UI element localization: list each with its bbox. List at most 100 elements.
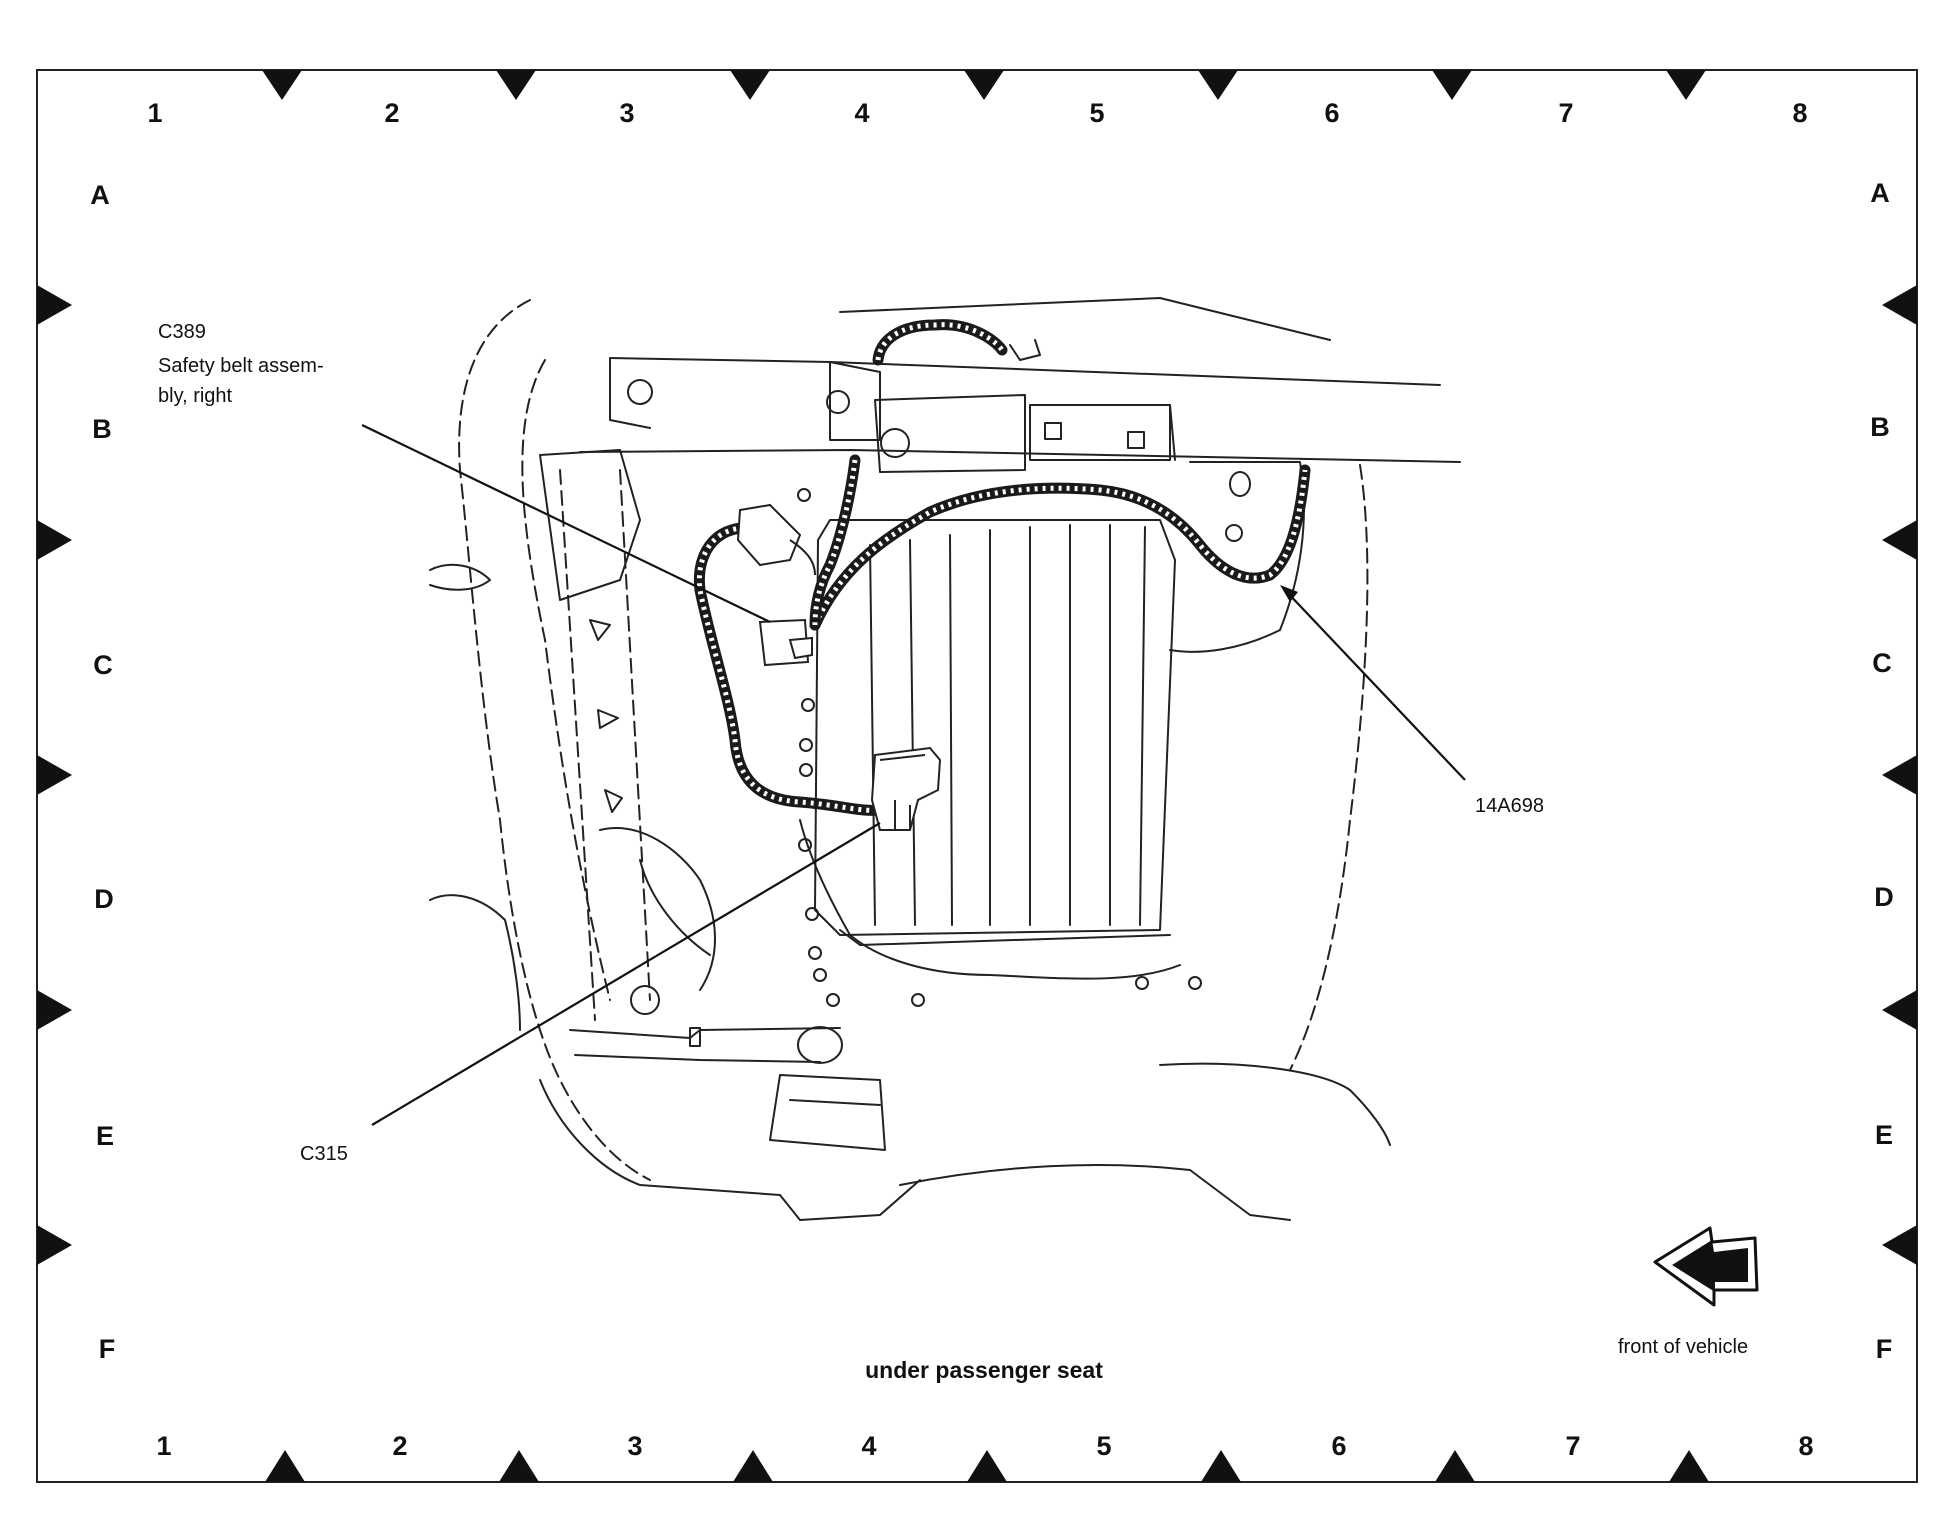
zone-marker xyxy=(37,520,72,560)
hook xyxy=(429,563,491,591)
frame-bolt xyxy=(630,985,660,1015)
callout-c389-desc: bly, right xyxy=(158,385,233,407)
rail-hole xyxy=(604,789,623,813)
row-label: F xyxy=(1876,1334,1893,1364)
column-label: 1 xyxy=(147,98,162,128)
connector-body xyxy=(736,503,802,567)
harness-segment xyxy=(872,319,1008,366)
frame-bolt xyxy=(627,379,653,405)
zone-markers-left xyxy=(37,285,72,1265)
column-label: 5 xyxy=(1089,98,1104,128)
row-label: C xyxy=(93,650,113,680)
frame-lower xyxy=(599,827,716,991)
leader-arrowhead xyxy=(1280,585,1298,602)
zone-marker xyxy=(1882,520,1917,560)
seat-track xyxy=(559,469,596,1021)
mount-hole xyxy=(1188,976,1202,990)
seat-outline xyxy=(521,359,611,1001)
zone-marker xyxy=(967,1450,1007,1482)
seat-bracket xyxy=(789,1099,881,1106)
callouts: C389 Safety belt assem- bly, right 14A69… xyxy=(158,321,1544,1165)
mount-hole xyxy=(805,907,819,921)
diagram-caption: under passenger seat xyxy=(865,1357,1103,1383)
seat-pan xyxy=(839,929,1171,946)
column-label: 7 xyxy=(1565,1431,1580,1461)
seat-outline xyxy=(1289,464,1369,1071)
frame-bracket xyxy=(874,394,1026,473)
row-label: E xyxy=(1875,1120,1893,1150)
frame-bar xyxy=(609,357,651,429)
zone-marker xyxy=(733,1450,773,1482)
mount-hole xyxy=(799,738,813,752)
mount-hole xyxy=(826,993,840,1007)
zone-marker xyxy=(1669,1450,1709,1482)
zone-markers-right xyxy=(1882,285,1917,1265)
row-label: D xyxy=(1874,882,1894,912)
seat-bracket xyxy=(769,1074,886,1151)
row-label: B xyxy=(92,414,112,444)
frame-bar xyxy=(609,357,1441,386)
frame-rear xyxy=(1159,1062,1391,1146)
seat-spring xyxy=(949,534,953,926)
zone-marker xyxy=(1201,1450,1241,1482)
zone-markers-top xyxy=(262,70,1706,100)
column-label: 8 xyxy=(1792,98,1807,128)
zone-marker xyxy=(1882,1225,1917,1265)
seat-underside-illustration xyxy=(429,297,1461,1221)
seat-track xyxy=(619,469,651,1001)
seat-track-bottom xyxy=(569,1027,841,1039)
connector-c315 xyxy=(894,800,911,830)
frame-bolt xyxy=(797,1026,843,1064)
row-label: C xyxy=(1872,648,1892,678)
column-label: 4 xyxy=(854,98,869,128)
column-label: 1 xyxy=(156,1431,171,1461)
zone-marker xyxy=(1882,755,1917,795)
column-label: 3 xyxy=(619,98,634,128)
mount-hole xyxy=(808,946,822,960)
wiring-harness-group xyxy=(693,319,1311,831)
column-label: 8 xyxy=(1798,1431,1813,1461)
column-label: 2 xyxy=(392,1431,407,1461)
column-label: 6 xyxy=(1331,1431,1346,1461)
row-label: F xyxy=(99,1334,116,1364)
frame-bar xyxy=(579,449,1461,463)
zone-markers-bottom xyxy=(265,1450,1709,1482)
zone-marker xyxy=(37,285,72,325)
zone-marker xyxy=(265,1450,305,1482)
seat-track xyxy=(539,449,641,601)
rail-hole xyxy=(589,619,611,641)
column-label: 3 xyxy=(627,1431,642,1461)
row-labels-right: A B C D E F xyxy=(1870,178,1894,1364)
leader-lines xyxy=(361,424,1466,1126)
seat-spring xyxy=(909,539,916,926)
zone-marker xyxy=(37,1225,72,1265)
seat-track-bottom xyxy=(574,1054,821,1063)
callout-c389-desc: Safety belt assem- xyxy=(158,355,324,377)
seat-spring xyxy=(869,544,876,926)
frame-bolt xyxy=(1229,471,1251,497)
hook xyxy=(429,894,521,1031)
harness-c315 xyxy=(693,522,886,816)
column-labels-bottom: 1 2 3 4 5 6 7 8 xyxy=(156,1431,1813,1461)
track-clip xyxy=(689,1027,701,1047)
leader-c389 xyxy=(361,424,771,623)
column-label: 2 xyxy=(384,98,399,128)
mount-hole xyxy=(813,968,827,982)
zone-marker xyxy=(1666,70,1706,100)
seat-outline xyxy=(458,299,651,1181)
row-label: A xyxy=(1870,178,1890,208)
column-labels-top: 1 2 3 4 5 6 7 8 xyxy=(147,98,1807,128)
frame-slot xyxy=(1044,422,1062,440)
zone-marker xyxy=(37,755,72,795)
leader-c315 xyxy=(371,822,881,1126)
zone-marker xyxy=(262,70,302,100)
frame-lower xyxy=(639,859,711,956)
column-label: 7 xyxy=(1558,98,1573,128)
frame-top xyxy=(839,297,1331,341)
frame-bolt xyxy=(880,428,910,458)
frame-slot xyxy=(1127,431,1145,449)
harness-segment xyxy=(812,459,858,626)
mount-hole xyxy=(911,993,925,1007)
